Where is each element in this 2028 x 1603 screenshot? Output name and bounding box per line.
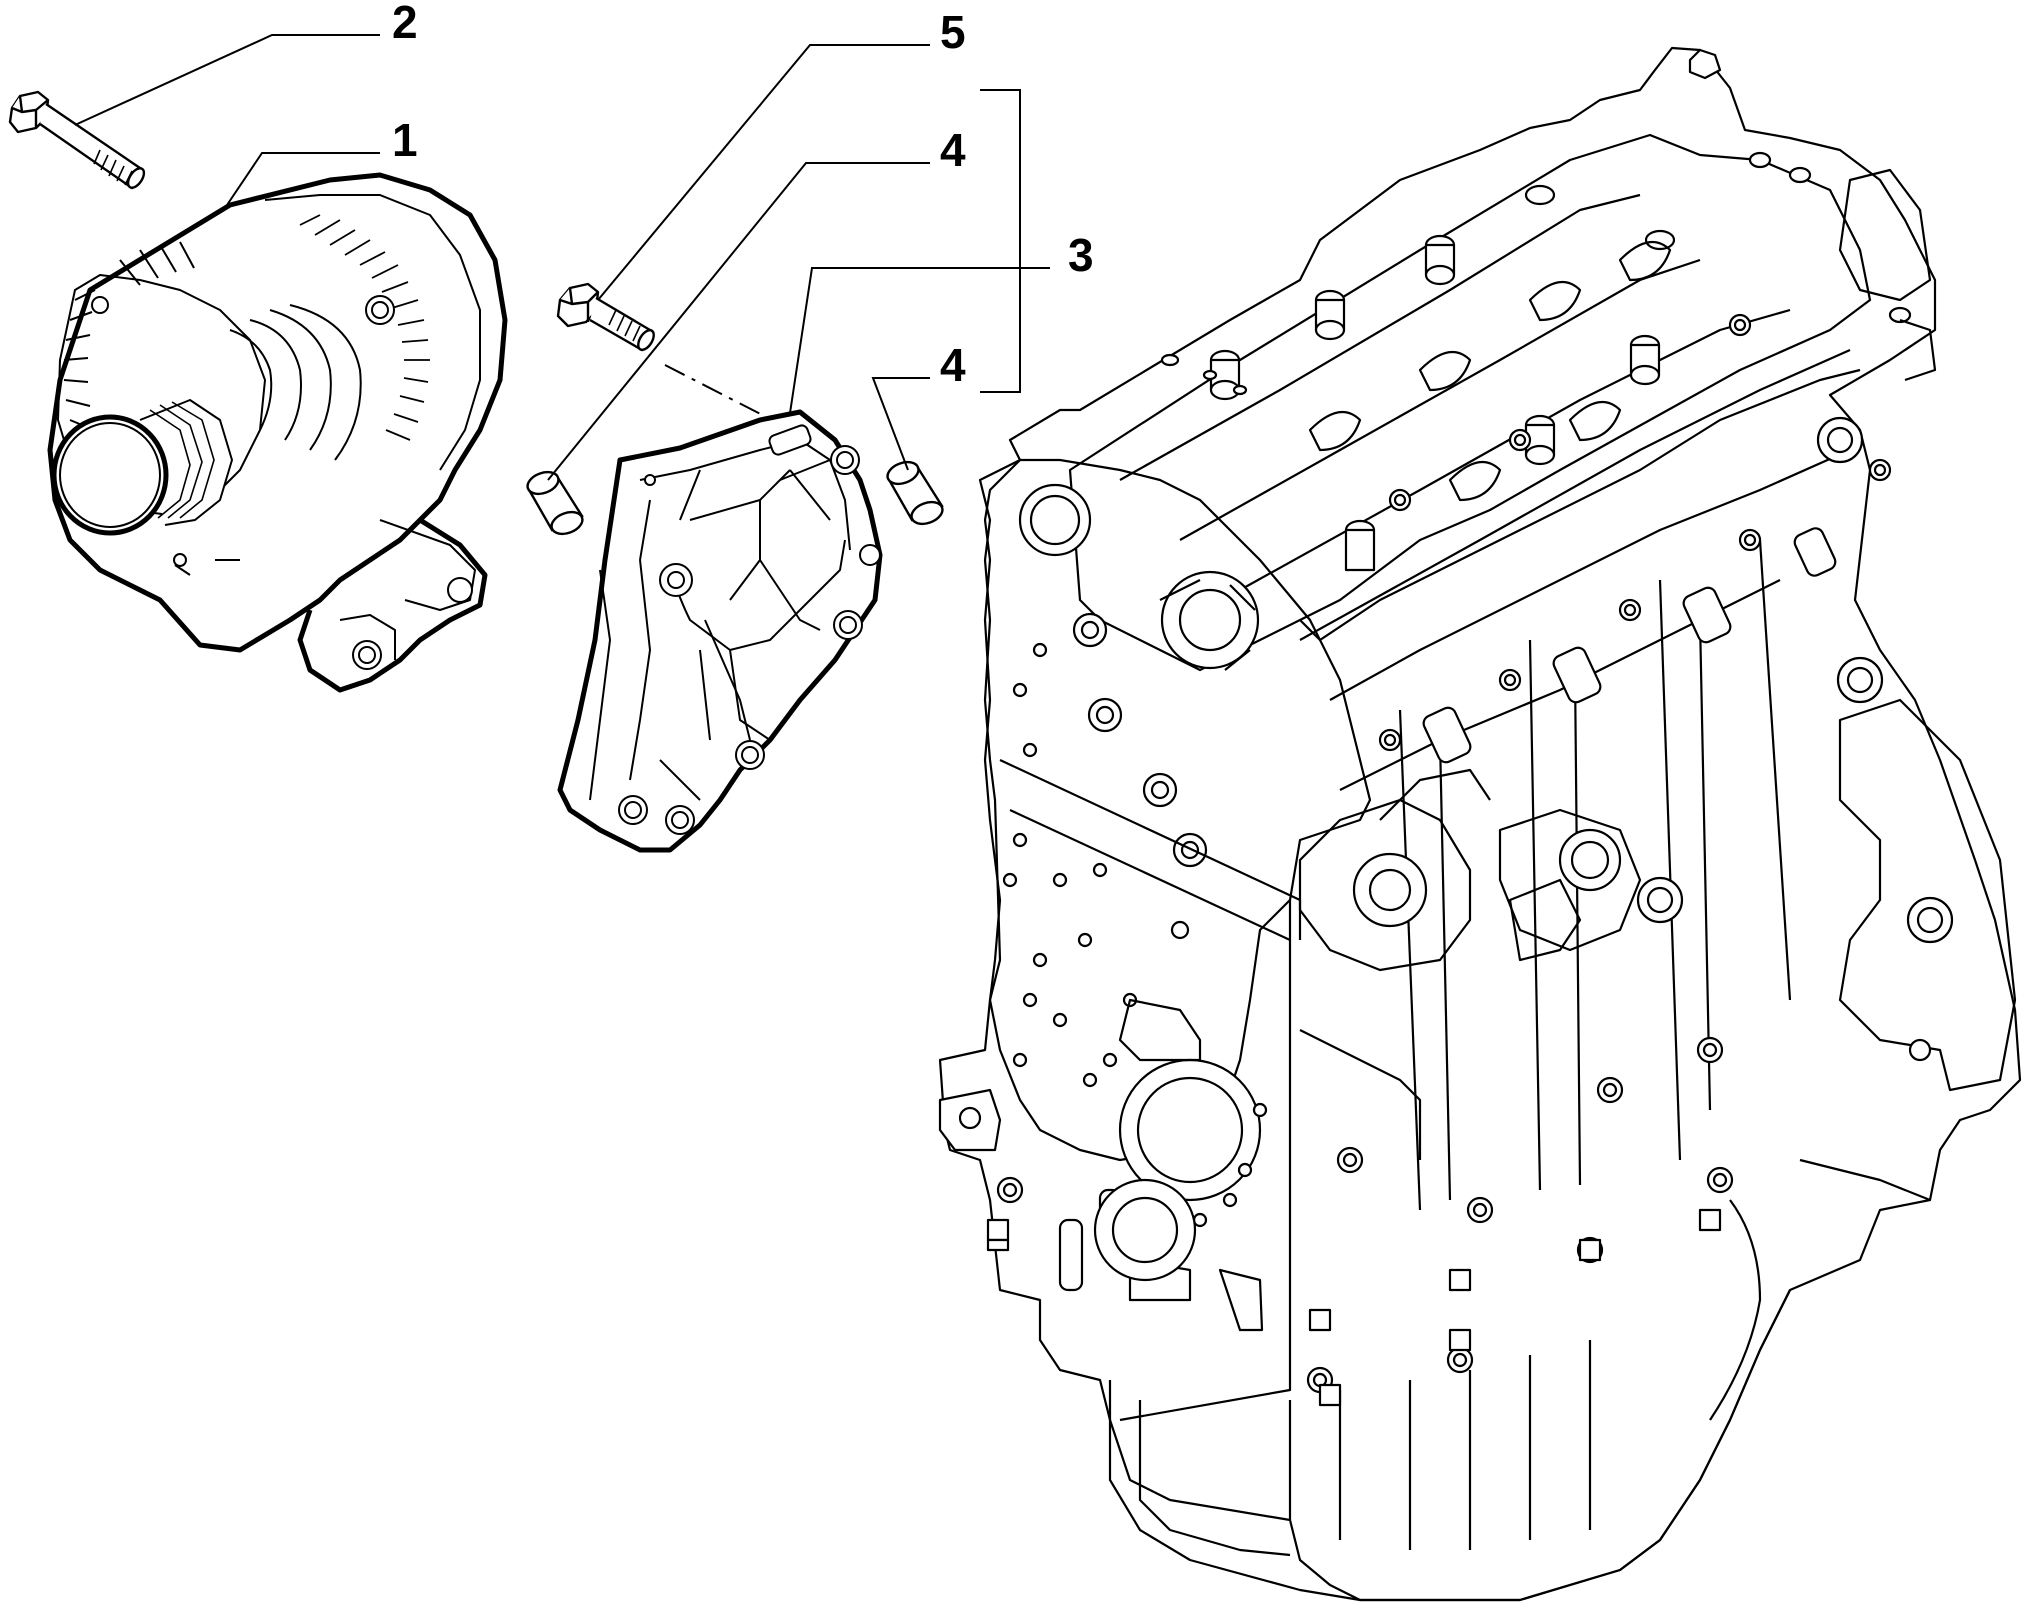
leader-4a [547,162,930,481]
alternator-fins [299,214,430,441]
engine-cam-cover [1068,133,1872,672]
callout-labels: 2 1 5 4 3 4 [392,0,1094,391]
engine-block [938,46,2022,1602]
callout-4a: 4 [940,124,966,176]
callout-2: 2 [392,0,418,48]
leader-1 [224,152,380,209]
engine-cam-housing-rear [938,46,2022,1602]
engine-cam-lobes [1308,240,1672,502]
callout-leaders [74,34,1050,481]
callout-1: 1 [392,114,418,166]
engine-block-bolts [996,313,1954,1394]
engine-cover-bosses [1160,151,1912,572]
alternator-pulley [51,399,233,536]
engine-oil-pan [1108,1289,1791,1602]
engine-pan-bolts [986,1208,1722,1407]
alternator-outline [47,172,508,653]
callout-5: 5 [940,6,966,58]
leader-4b [871,377,930,471]
bracket-holes [618,424,881,835]
callout-4b: 4 [940,339,966,391]
alternator-front-vents [63,241,362,521]
leader-3 [789,267,1050,414]
alternator-mount-lugs [91,295,488,693]
bolt-short [556,282,655,352]
alternator-bracket [557,409,883,853]
leader-5 [597,44,930,301]
alternator-assembly [47,172,508,693]
bolt-long [8,90,146,190]
callout-3: 3 [1068,229,1094,281]
leader-2 [74,34,380,126]
spacer-right [886,460,944,526]
spacer-left [526,470,584,536]
group-bracket [980,89,1021,393]
alternator-rear-shell [264,194,481,471]
